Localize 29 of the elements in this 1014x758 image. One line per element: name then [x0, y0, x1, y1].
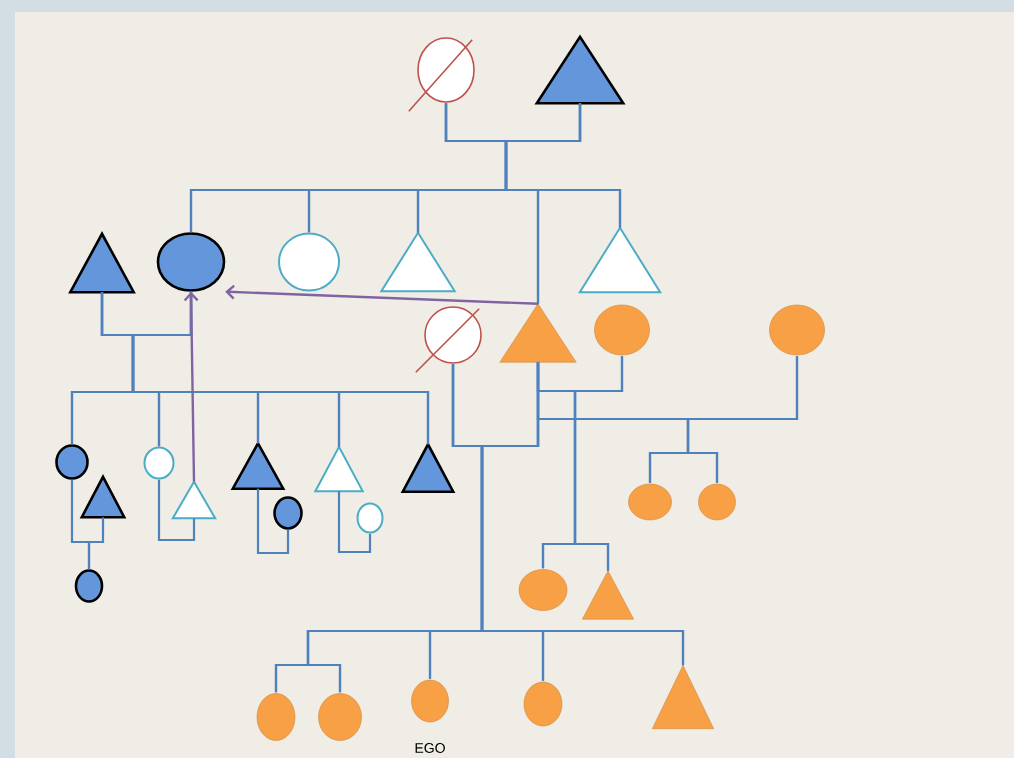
- circle-symbol: [356, 502, 384, 534]
- crossed-circle-symbol: [408, 37, 475, 112]
- circle-symbol: [143, 446, 175, 480]
- kinship-line: [686, 356, 799, 483]
- circle-symbol: [523, 681, 563, 727]
- marriage-line: [256, 488, 290, 555]
- circle-symbol: [318, 693, 362, 741]
- circle-symbol: [628, 483, 672, 521]
- kinship-line: [87, 517, 105, 570]
- circle-symbol: [698, 483, 736, 521]
- arrow: [225, 284, 539, 305]
- node-label: EGO: [415, 743, 445, 753]
- circle-symbol: [769, 304, 825, 356]
- circle-symbol: [518, 569, 568, 611]
- circle-symbol: [411, 679, 449, 723]
- triangle-symbol: [499, 303, 577, 363]
- triangle-symbol: [582, 570, 634, 620]
- arrow: [183, 291, 199, 482]
- circle-symbol: [156, 232, 226, 292]
- circle-symbol: [74, 569, 104, 603]
- kinship-line: [573, 356, 624, 571]
- marriage-line: [337, 491, 372, 554]
- circle-symbol: [278, 232, 340, 292]
- circle-symbol: [594, 304, 650, 356]
- kinship-line: [504, 103, 622, 228]
- marriage-line: [157, 479, 196, 542]
- circle-symbol: [256, 693, 296, 741]
- triangle-symbol: [652, 665, 714, 729]
- crossed-circle-symbol: [415, 306, 482, 373]
